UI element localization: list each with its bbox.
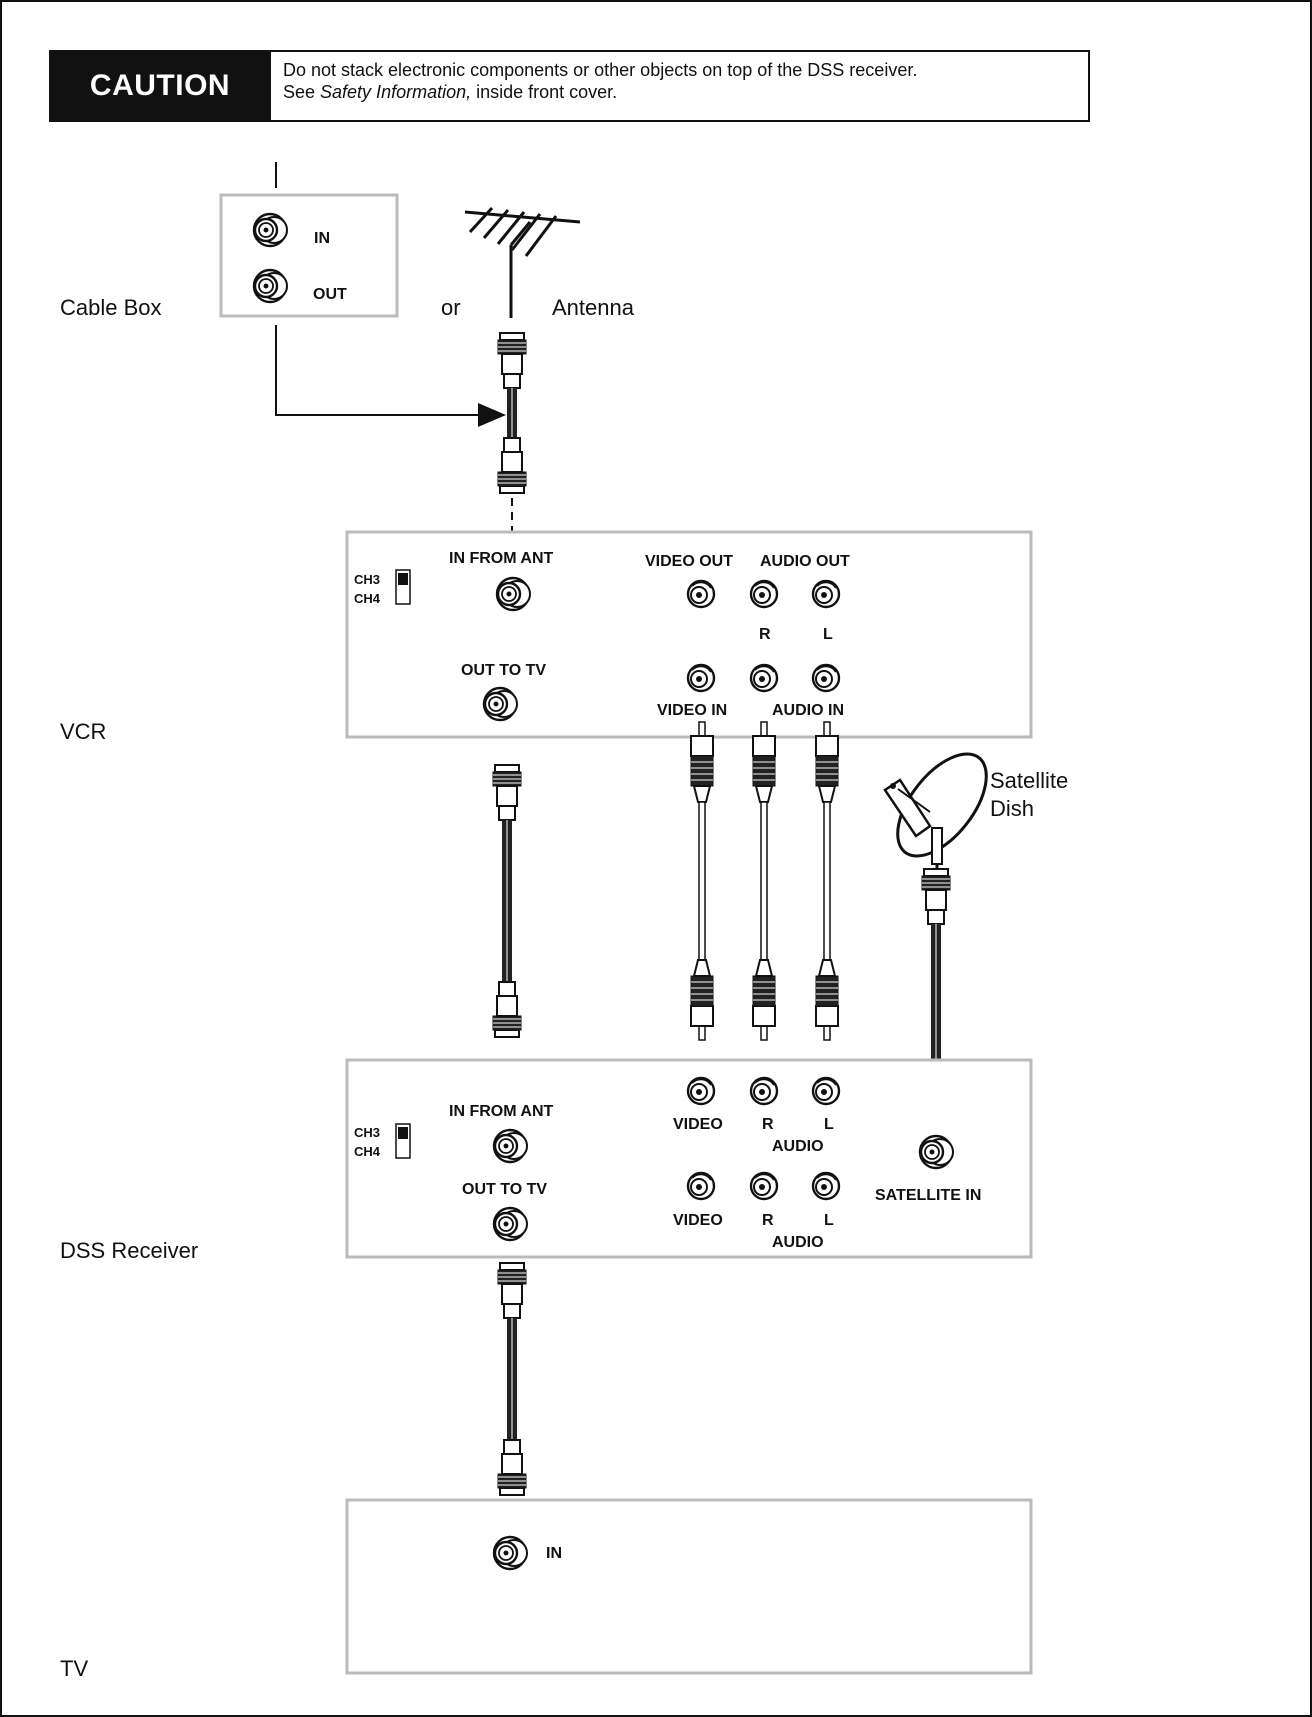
rca-cable-audio-r [752, 721, 776, 1041]
vcr-ch4-label: CH4 [354, 591, 381, 606]
vcr-ch3-label: CH3 [354, 572, 380, 587]
satellite-dish-label: Satellite Dish [990, 767, 1068, 823]
caution-tag: CAUTION [49, 50, 271, 122]
or-label: or [441, 295, 461, 320]
antenna-coax-cable [497, 332, 527, 537]
vcr-panel [345, 530, 1033, 739]
dss-video-label-1: VIDEO [673, 1116, 723, 1133]
dss-to-tv-coax-cable [497, 1262, 527, 1496]
vcr-in-from-ant-jack [495, 576, 532, 612]
dss-satellite-in-jack [918, 1134, 955, 1170]
vcr-video-out-label: VIDEO OUT [645, 553, 733, 570]
antenna-label: Antenna [552, 295, 634, 320]
satellite-dish-icon [883, 752, 988, 868]
vcr-audio-in-l-jack [811, 663, 841, 693]
vcr-channel-switch-knob [398, 573, 408, 585]
dss-r-label-2: R [762, 1212, 774, 1229]
vcr-video-in-label: VIDEO IN [657, 702, 727, 719]
rca-cable-video [690, 721, 714, 1041]
caution-safety-ref: Safety Information, [320, 82, 472, 102]
caution-line-1: Do not stack electronic components or ot… [283, 60, 918, 80]
dss-in-from-ant-jack [492, 1128, 529, 1164]
dss-l-label-1: L [824, 1116, 834, 1133]
vcr-to-dss-coax-cable [492, 764, 522, 1038]
dss-audio-label-2: AUDIO [772, 1234, 824, 1251]
dss-channel-switch-knob [398, 1127, 408, 1139]
vcr-out-to-tv-label: OUT TO TV [461, 662, 546, 679]
dss-audio-r-jack-2 [749, 1171, 779, 1201]
cable-box-out-label: OUT [313, 286, 347, 303]
caution-cover-ref: inside front cover. [471, 82, 618, 102]
cable-box-arrow [275, 325, 506, 427]
dss-out-to-tv-label: OUT TO TV [462, 1181, 547, 1198]
dss-audio-l-jack-1 [811, 1076, 841, 1106]
caution-text: Do not stack electronic components or ot… [283, 59, 1083, 103]
dish-coax-cable [921, 868, 951, 1122]
vcr-audio-in-label: AUDIO IN [772, 702, 844, 719]
dss-video-jack-2 [686, 1171, 716, 1201]
vcr-audio-in-r-jack [749, 663, 779, 693]
cable-box-in-label: IN [314, 230, 330, 247]
vcr-out-to-tv-jack [482, 686, 519, 722]
vcr-in-from-ant-label: IN FROM ANT [449, 550, 554, 567]
dss-out-to-tv-jack [492, 1206, 529, 1242]
vcr-audio-out-r-jack [749, 579, 779, 609]
dss-in-from-ant-label: IN FROM ANT [449, 1103, 554, 1120]
dss-receiver-label: DSS Receiver [60, 1238, 199, 1263]
cable-box-in-jack [252, 212, 289, 248]
rca-cable-audio-l [815, 721, 839, 1041]
cable-box-out-jack [252, 268, 289, 304]
vcr-video-out-jack [686, 579, 716, 609]
cable-box [219, 193, 399, 318]
cable-box-label: Cable Box [60, 295, 162, 320]
vcr-r-label: R [759, 626, 771, 643]
caution-see: See [283, 82, 321, 102]
vcr-video-in-jack [686, 663, 716, 693]
dss-ch4-label: CH4 [354, 1144, 381, 1159]
dss-video-label-2: VIDEO [673, 1212, 723, 1229]
satellite-label-line1: Satellite [990, 768, 1069, 793]
tv-label: TV [60, 1656, 89, 1681]
vcr-label: VCR [60, 719, 107, 744]
satellite-label-line2: Dish [990, 796, 1035, 821]
vcr-l-label: L [823, 626, 833, 643]
dss-audio-label-1: AUDIO [772, 1138, 824, 1155]
tv-in-label: IN [546, 1545, 562, 1562]
dss-ch3-label: CH3 [354, 1125, 380, 1140]
dss-video-jack-1 [686, 1076, 716, 1106]
caution-line-2: See Safety Information, inside front cov… [283, 81, 1083, 103]
dss-audio-l-jack-2 [811, 1171, 841, 1201]
dss-l-label-2: L [824, 1212, 834, 1229]
dss-r-label-1: R [762, 1116, 774, 1133]
tv-in-jack [492, 1535, 529, 1571]
antenna-icon [464, 206, 581, 318]
vcr-audio-out-label: AUDIO OUT [760, 553, 850, 570]
dss-satellite-in-label: SATELLITE IN [875, 1187, 981, 1204]
dss-audio-r-jack-1 [749, 1076, 779, 1106]
tv-panel [345, 1498, 1033, 1675]
vcr-audio-out-l-jack [811, 579, 841, 609]
